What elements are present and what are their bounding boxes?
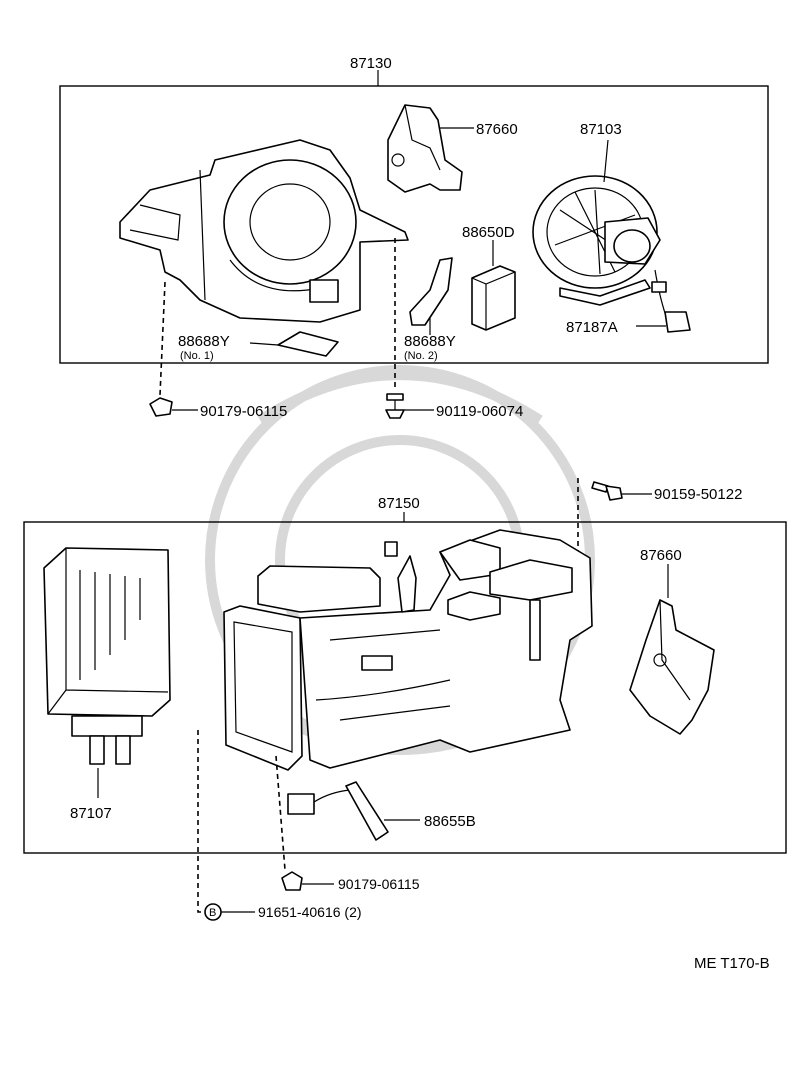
screw-top-right [591, 481, 623, 501]
seal-no1-pad [277, 331, 339, 357]
core-label: 87107 [70, 805, 112, 822]
harness-label: 87187A [566, 319, 618, 336]
heater-unit-case [223, 529, 593, 771]
seal2-sub-label: (No. 2) [404, 350, 438, 362]
thermistor [287, 781, 389, 841]
screw-left [149, 397, 173, 417]
clip-marker: B [204, 903, 222, 921]
reference-code: ME T170-B [694, 955, 770, 972]
group-bottom-label: 87150 [378, 495, 420, 512]
switch-bottom-label: 87660 [640, 547, 682, 564]
screw-bottom-label: 90179-06115 [338, 876, 420, 892]
motor-label: 87103 [580, 121, 622, 138]
seal1-label: 88688Y [178, 333, 230, 350]
blower-housing [119, 139, 409, 323]
switch-top-label: 87660 [476, 121, 518, 138]
seal1-sub-label: (No. 1) [180, 350, 214, 362]
clip-marker-letter: B [209, 907, 216, 919]
blower-resistor [471, 265, 516, 331]
switch-bottom [629, 599, 715, 735]
motor-harness [651, 269, 691, 333]
seal-no2-bracket [409, 257, 453, 326]
bolt-mid [385, 393, 405, 419]
screw-bottom [281, 871, 303, 891]
blower-group-box [59, 70, 769, 364]
group-top-label: 87130 [350, 55, 392, 72]
clip-label: 91651-40616 (2) [258, 904, 362, 920]
bolt-mid-label: 90119-06074 [436, 403, 523, 420]
thermistor-label: 88655B [424, 813, 476, 830]
screw-left-label: 90179-06115 [200, 403, 287, 420]
resistor-label: 88650D [462, 224, 515, 241]
heater-core [43, 547, 171, 765]
blower-motor [532, 175, 661, 306]
seal2-label: 88688Y [404, 333, 456, 350]
blower-switch-top [387, 104, 463, 193]
screw-top-right-label: 90159-50122 [654, 486, 742, 503]
heater-group-box [23, 512, 787, 854]
